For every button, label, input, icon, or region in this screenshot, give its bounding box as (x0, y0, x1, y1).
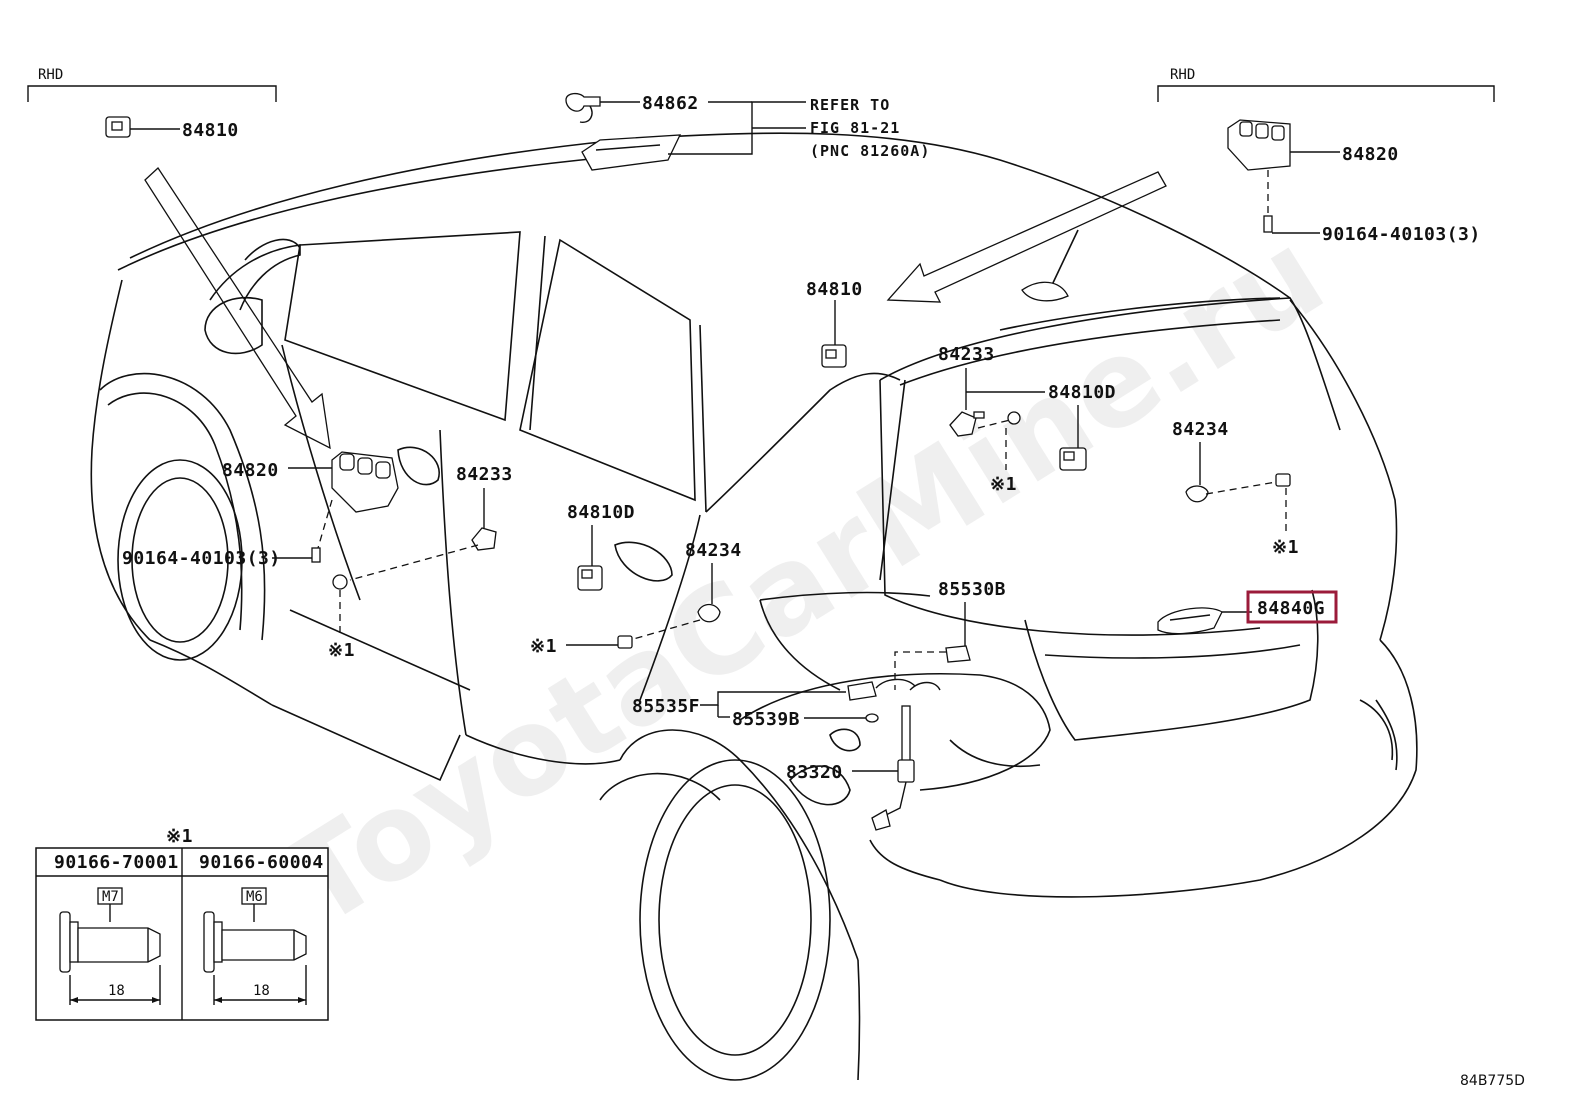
diagram-code: 84B775D (1460, 1073, 1525, 1089)
label-83320: 83320 (786, 762, 843, 783)
watermark: ToyotaCarMine.ru (262, 204, 1348, 954)
part-84234-rear: 84234 ※1 (1172, 419, 1299, 558)
highlight-box-84840g (1246, 590, 1338, 624)
inset-col2-thread: M6 (246, 889, 263, 905)
inset-col2-length: 18 (253, 983, 270, 999)
rhd-left-label: RHD (38, 67, 63, 83)
part-84840g[interactable]: 84840G (1157, 590, 1338, 635)
part-84820-door: 84820 90164-40103(3) (122, 451, 399, 569)
part-85539b: 85539B (732, 709, 879, 730)
roof-antenna (1021, 229, 1079, 302)
label-84810d-door: 84810D (567, 502, 635, 523)
label-84840g[interactable]: 84840G (1257, 598, 1325, 619)
label-star1-a: ※1 (990, 474, 1017, 495)
part-84233-rear: 84233 ※1 (938, 344, 1021, 495)
rhd-right-label: RHD (1170, 67, 1195, 83)
label-84234-rear: 84234 (1172, 419, 1229, 440)
inset-col1-thread: M7 (102, 889, 119, 905)
label-84233-door: 84233 (456, 464, 513, 485)
part-84810-rhd: 84810 (105, 116, 239, 141)
part-84234-door: 84234 ※1 (530, 540, 742, 657)
arrow-right (886, 171, 1167, 303)
label-85539b: 85539B (732, 709, 800, 730)
rhd-bracket-left: RHD (27, 67, 277, 102)
part-84810d-rear: 84810D (966, 382, 1116, 471)
inset-mark: ※1 (166, 826, 193, 847)
inset-col2-part: 90166-60004 (199, 852, 324, 873)
vehicle-outline (90, 132, 1418, 1081)
label-84233-rear: 84233 (938, 344, 995, 365)
label-84234-door: 84234 (685, 540, 742, 561)
inset-col1-part: 90166-70001 (54, 852, 179, 873)
label-star1-c: ※1 (328, 640, 355, 661)
rhd-bracket-right: RHD (1157, 67, 1495, 102)
label-star1-b: ※1 (1272, 537, 1299, 558)
part-85535f: 85535F (632, 678, 941, 718)
part-84810d-door: 84810D (567, 502, 635, 591)
part-84233-door: 84233 ※1 (328, 464, 513, 661)
part-84820-rhd: 84820 90164-40103(3) (1227, 119, 1481, 245)
label-84820-rhd: 84820 (1342, 144, 1399, 165)
label-84810-roof: 84810 (806, 279, 863, 300)
label-84820-door: 84820 (222, 460, 279, 481)
label-84810-rhd: 84810 (182, 120, 239, 141)
fastener-inset: ※1 90166-70001 90166-60004 M7 18 M6 (35, 826, 329, 1021)
refer-line3: (PNC 81260A) (810, 142, 930, 160)
label-90164-rhd: 90164-40103(3) (1322, 224, 1481, 245)
refer-line1: REFER TO (810, 96, 890, 114)
bolt-m6: M6 18 (203, 887, 307, 1005)
part-84810-roof: 84810 (806, 279, 863, 368)
refer-line2: FIG 81-21 (810, 119, 900, 137)
part-83320: 83320 (786, 705, 915, 831)
part-85530b: 85530B (894, 579, 1006, 690)
label-90164-door: 90164-40103(3) (122, 548, 281, 569)
label-84862: 84862 (642, 93, 699, 114)
label-85535f: 85535F (632, 696, 700, 717)
bolt-m7: M7 18 (59, 887, 161, 1005)
arrow-left (144, 167, 331, 450)
inset-col1-length: 18 (108, 983, 125, 999)
part-84862: 84862 REFER TO FIG 81-21 (PNC 81260A) (565, 92, 930, 171)
label-star1-d: ※1 (530, 636, 557, 657)
label-85530b: 85530B (938, 579, 1006, 600)
label-84810d-rear: 84810D (1048, 382, 1116, 403)
